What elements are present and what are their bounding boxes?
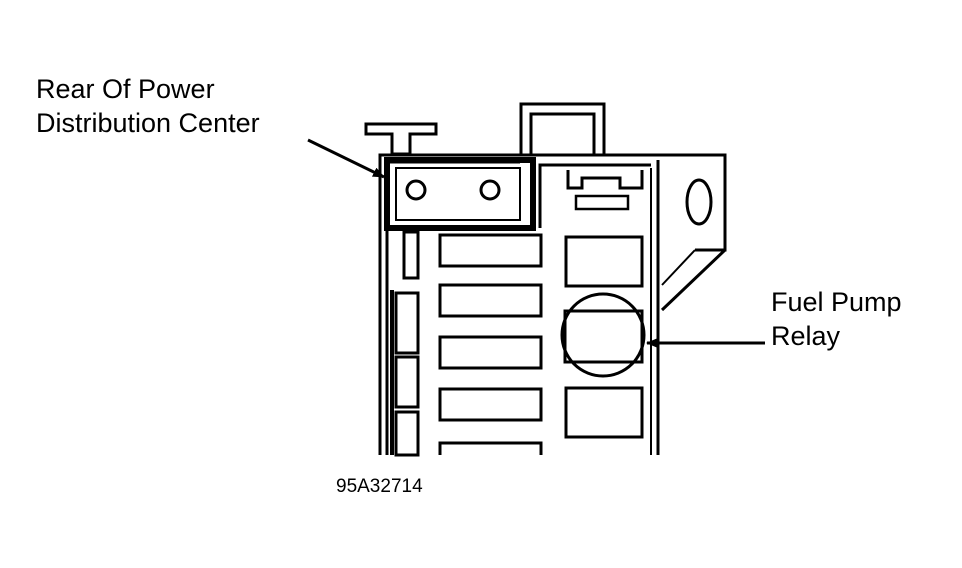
- top-tab: [364, 122, 438, 156]
- small-fuse: [394, 291, 420, 355]
- small-fuse: [394, 410, 420, 457]
- rear-of-power-distribution-center-label: Rear Of Power Distribution Center: [36, 72, 260, 140]
- mounting-ear: [660, 248, 727, 312]
- fuel-pump-relay-label: Fuel Pump Relay: [771, 285, 902, 353]
- housing-outer-left: [378, 153, 658, 455]
- middle-fuse: [438, 233, 543, 268]
- fuel-pump-relay: [563, 309, 644, 364]
- small-fuse: [394, 355, 420, 409]
- upper-terminal-block: [384, 157, 536, 231]
- upper-latch: [574, 194, 630, 211]
- fuel-label-line2: Relay: [771, 321, 841, 351]
- mounting-hole: [685, 178, 713, 226]
- figure-id: 95A32714: [336, 476, 423, 497]
- housing-outer-top-right: [658, 153, 727, 252]
- upper-recess: [538, 163, 651, 228]
- middle-fuse: [438, 283, 543, 318]
- rear-label-line1: Rear Of Power: [36, 74, 215, 104]
- middle-fuse: [438, 387, 543, 422]
- middle-fuse: [438, 335, 543, 370]
- fuel-pump-relay-highlight-circle: [560, 292, 646, 378]
- relay-bottom: [564, 386, 644, 439]
- terminal-hole-right: [479, 179, 501, 201]
- rear-callout-arrow: [307, 138, 385, 179]
- upper-terminal-block-inner: [395, 167, 521, 221]
- small-fuse: [402, 230, 420, 280]
- relay-top: [564, 235, 644, 288]
- fuel-label-line1: Fuel Pump: [771, 287, 902, 317]
- mounting-ear-inner: [661, 249, 696, 286]
- rear-label-line2: Distribution Center: [36, 108, 260, 138]
- top-connector-inner: [529, 112, 596, 156]
- top-connector-housing: [519, 102, 606, 156]
- terminal-hole-left: [405, 179, 427, 201]
- middle-fuse-partial: [438, 441, 543, 455]
- upper-connector: [566, 170, 644, 190]
